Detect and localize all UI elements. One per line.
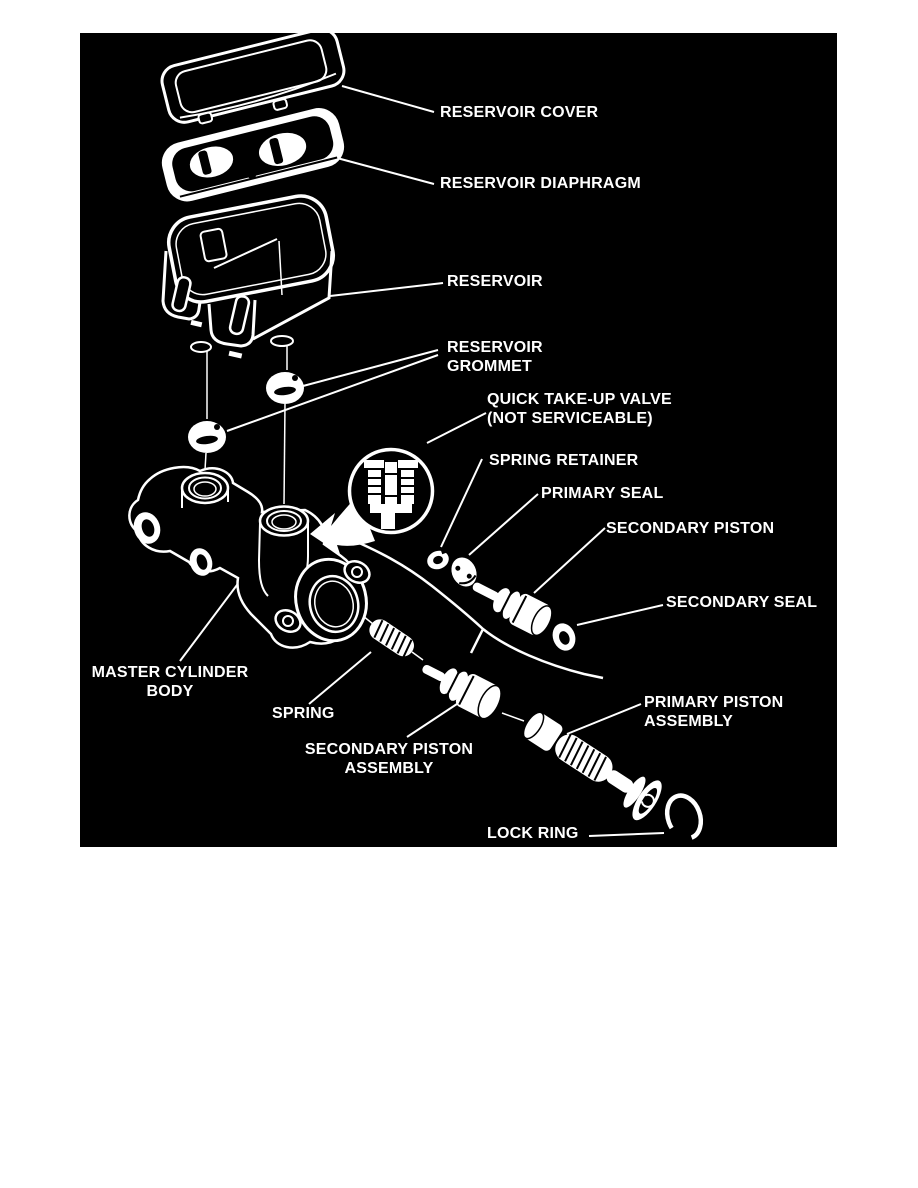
- reservoir-grommet-a-drawing: [266, 372, 304, 404]
- diagram-canvas: RESERVOIR COVER RESERVOIR DIAPHRAGM RESE…: [80, 33, 837, 847]
- primary-seal-drawing: [451, 557, 477, 587]
- reservoir-grommet-b-drawing: [188, 421, 226, 453]
- label-lock-ring: LOCK RING: [487, 825, 579, 842]
- leader-lines: [179, 85, 665, 837]
- label-secondary-piston: SECONDARY PISTON: [606, 520, 775, 537]
- master-cylinder-body-drawing: [128, 465, 371, 649]
- label-reservoir-diaphragm: RESERVOIR DIAPHRAGM: [440, 175, 641, 192]
- label-master-cylinder-body: MASTER CYLINDER BODY: [91, 664, 249, 700]
- reservoir-diaphragm-drawing: [161, 108, 345, 202]
- label-reservoir-grommet: RESERVOIR GROMMET: [447, 339, 543, 375]
- label-secondary-seal: SECONDARY SEAL: [666, 594, 818, 611]
- label-quick-take-up-valve: QUICK TAKE-UP VALVE (NOT SERVICEABLE): [487, 391, 672, 427]
- label-secondary-piston-assembly: SECONDARY PISTON ASSEMBLY: [304, 741, 474, 777]
- spring-retainer-drawing: [427, 547, 449, 570]
- primary-piston-assembly-drawing: [522, 711, 662, 821]
- secondary-seal-drawing: [552, 623, 576, 651]
- diagram-art: [128, 33, 704, 841]
- label-spring: SPRING: [272, 705, 335, 722]
- label-reservoir-cover: RESERVOIR COVER: [440, 104, 599, 121]
- secondary-piston-assembly-drawing: [422, 664, 502, 720]
- secondary-piston-drawing: [472, 582, 553, 637]
- spring-drawing: [369, 619, 414, 658]
- lock-ring-drawing: [664, 793, 704, 841]
- quick-take-up-valve-inset: [347, 447, 435, 535]
- label-reservoir: RESERVOIR: [447, 273, 543, 290]
- reservoir-cover-drawing: [160, 33, 346, 125]
- bore-axis-curve: [347, 536, 604, 680]
- label-primary-seal: PRIMARY SEAL: [541, 485, 664, 502]
- label-primary-piston-assembly: PRIMARY PISTON ASSEMBLY: [644, 694, 784, 730]
- reservoir-drawing: [161, 194, 336, 359]
- label-spring-retainer: SPRING RETAINER: [489, 452, 639, 469]
